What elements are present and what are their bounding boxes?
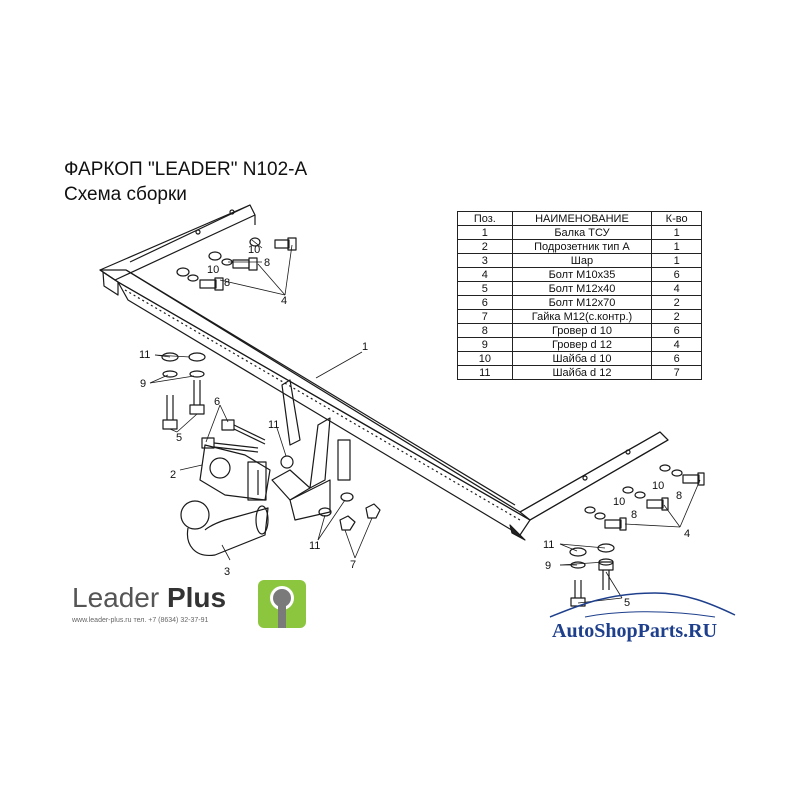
cell-qty: 7 [651, 365, 702, 380]
leader-plus-logo: Leader Plus [72, 582, 226, 614]
cell-pos: 7 [457, 309, 513, 324]
callout-5-left: 5 [176, 432, 182, 444]
cell-qty: 6 [651, 267, 702, 282]
cell-name: Болт М12х40 [511, 281, 653, 296]
callout-4-top: 4 [281, 295, 287, 307]
callout-1-beam: 1 [362, 341, 368, 353]
center-nut-set [280, 455, 381, 531]
cell-name: Балка ТСУ [511, 225, 653, 240]
callout-8-right-mid: 8 [631, 509, 637, 521]
callout-9-left: 9 [140, 378, 146, 390]
header-name: НАИМЕНОВАНИЕ [511, 211, 653, 226]
callout-11-lower: 11 [309, 540, 320, 552]
header-pos: Поз. [457, 211, 513, 226]
diagram-title: ФАРКОП "LEADER" N102-A [64, 159, 308, 180]
cell-qty: 1 [651, 239, 702, 254]
cell-name: Гровер d 12 [511, 337, 653, 352]
towball-part [180, 500, 269, 556]
cell-name: Болт М12х70 [511, 295, 653, 310]
right-bolt-stack [569, 543, 615, 607]
tow-beam-body [99, 204, 669, 541]
cell-qty: 2 [651, 295, 702, 310]
cell-qty: 4 [651, 337, 702, 352]
cell-name: Гайка М12(с.контр.) [511, 309, 653, 324]
cell-pos: 3 [457, 253, 513, 268]
callout-7: 7 [350, 559, 356, 571]
cell-pos: 9 [457, 337, 513, 352]
callout-8-mid: 8 [224, 277, 230, 289]
cell-pos: 11 [457, 365, 513, 380]
right-bolt-set [584, 464, 705, 531]
callout-10-right-top: 10 [652, 480, 664, 492]
cell-qty: 6 [651, 351, 702, 366]
cell-name: Гровер d 10 [511, 323, 653, 338]
left-bolt-stack [161, 352, 206, 430]
logo-word: Leader [72, 582, 160, 613]
callout-6: 6 [214, 396, 220, 408]
cell-qty: 2 [651, 309, 702, 324]
callout-9-right: 9 [545, 560, 551, 572]
towball-logo-icon [258, 580, 306, 628]
logo-contact: www.leader-plus.ru тел. +7 (8634) 32-37-… [72, 617, 209, 624]
logo-bold-word: Plus [166, 582, 227, 613]
parts-table-header: Поз. НАИМЕНОВАНИЕ К-во [457, 211, 702, 226]
callout-3: 3 [224, 566, 230, 578]
long-bolts-part [201, 419, 266, 453]
callout-11-right: 11 [543, 539, 554, 551]
cell-pos: 2 [457, 239, 513, 254]
cell-qty: 4 [651, 281, 702, 296]
cell-pos: 5 [457, 281, 513, 296]
cell-pos: 10 [457, 351, 513, 366]
socket-bracket-part [199, 444, 271, 501]
callout-10-mid: 10 [207, 264, 219, 276]
callout-8-right-top: 8 [676, 490, 682, 502]
header-qty: К-во [651, 211, 702, 226]
cell-qty: 1 [651, 253, 702, 268]
car-outline-icon [549, 592, 736, 618]
leader-lines [149, 239, 701, 604]
callout-5-right: 5 [624, 597, 630, 609]
cell-name: Шайба d 10 [511, 351, 653, 366]
cell-name: Шайба d 12 [511, 365, 653, 380]
cell-pos: 1 [457, 225, 513, 240]
callout-11-center: 11 [268, 419, 279, 431]
cell-name: Болт М10х35 [511, 267, 653, 282]
watermark-text: AutoShopParts.RU [552, 620, 718, 642]
callout-2: 2 [170, 469, 176, 481]
cell-pos: 4 [457, 267, 513, 282]
top-left-bolt-set [176, 237, 297, 291]
cell-name: Шар [511, 253, 653, 268]
callout-10-right-mid: 10 [613, 496, 625, 508]
callout-10-top: 10 [248, 244, 260, 256]
callout-11-left: 11 [139, 349, 150, 361]
diagram-subtitle: Схема сборки [64, 184, 187, 205]
cell-qty: 1 [651, 225, 702, 240]
cell-qty: 6 [651, 323, 702, 338]
cell-name: Подрозетник тип А [511, 239, 653, 254]
callout-8-top: 8 [264, 257, 270, 269]
cell-pos: 8 [457, 323, 513, 338]
callout-4-right: 4 [684, 528, 690, 540]
cell-pos: 6 [457, 295, 513, 310]
mount-brackets [271, 379, 351, 521]
